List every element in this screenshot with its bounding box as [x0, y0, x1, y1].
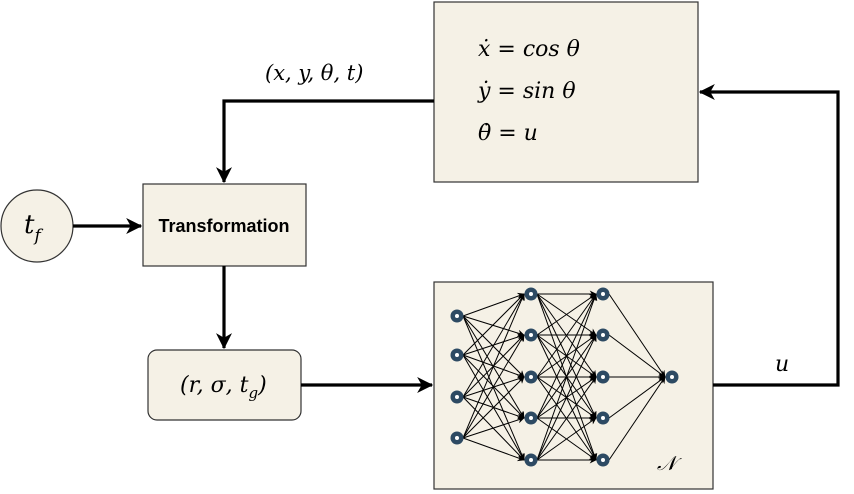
edge-network-to-dynamics: [698, 84, 840, 387]
network-neuron-center: [529, 292, 533, 296]
terminal-time-label: tf: [24, 210, 43, 246]
network-neuron-center: [601, 458, 605, 462]
dynamics-eq-x: ẋ = cos θ: [478, 37, 580, 62]
network-neuron-center: [529, 458, 533, 462]
network-edge: [462, 292, 525, 317]
network-edge: [536, 334, 597, 461]
network-neuron-center: [455, 436, 459, 440]
network-neuron-center: [601, 333, 605, 337]
dynamics-eq-y: ẏ = sin θ: [477, 79, 576, 104]
network-edge: [462, 293, 525, 439]
network-edge: [462, 376, 525, 439]
edge-label-state: (x, y, θ, t): [265, 61, 363, 85]
network-edge: [462, 315, 525, 337]
network-neuron-center: [601, 292, 605, 296]
network-connections: [462, 290, 666, 464]
network-edge: [462, 416, 525, 439]
network-edge: [536, 293, 597, 336]
network-edge: [462, 315, 525, 378]
network-edge: [536, 417, 597, 461]
reduced-state-label: (r, σ, tg): [180, 373, 267, 402]
transformation-label: Transformation: [158, 216, 289, 236]
network-edge: [608, 334, 666, 378]
network-neuron-center: [601, 375, 605, 379]
dynamics-block: [433, 1, 699, 183]
network-edge: [462, 293, 525, 356]
network-neuron-center: [601, 416, 605, 420]
network-neurons: [450, 287, 679, 467]
edge-dynamics-to-transformation: [216, 99, 434, 184]
network-neuron-center: [455, 353, 459, 357]
edge-label-control: u: [775, 352, 789, 377]
network-edge: [536, 293, 597, 378]
network-edge: [462, 437, 525, 462]
network-edge: [462, 334, 525, 439]
network-neuron-center: [529, 416, 533, 420]
network-edge: [536, 293, 598, 461]
network-neuron-center: [529, 375, 533, 379]
network-neuron-center: [455, 395, 459, 399]
network-neuron-center: [670, 375, 674, 379]
transformation-block: [142, 183, 307, 267]
network-edge: [462, 293, 525, 398]
network-edge: [608, 376, 666, 461]
dynamics-eq-theta: θ̇ = u: [478, 121, 538, 146]
network-edge: [608, 376, 666, 419]
network-neuron-center: [455, 314, 459, 318]
network-edge: [536, 376, 597, 461]
network-neuron-center: [529, 333, 533, 337]
network-edge: [536, 293, 597, 419]
network-edge: [462, 315, 525, 461]
network-edge: [608, 293, 666, 378]
